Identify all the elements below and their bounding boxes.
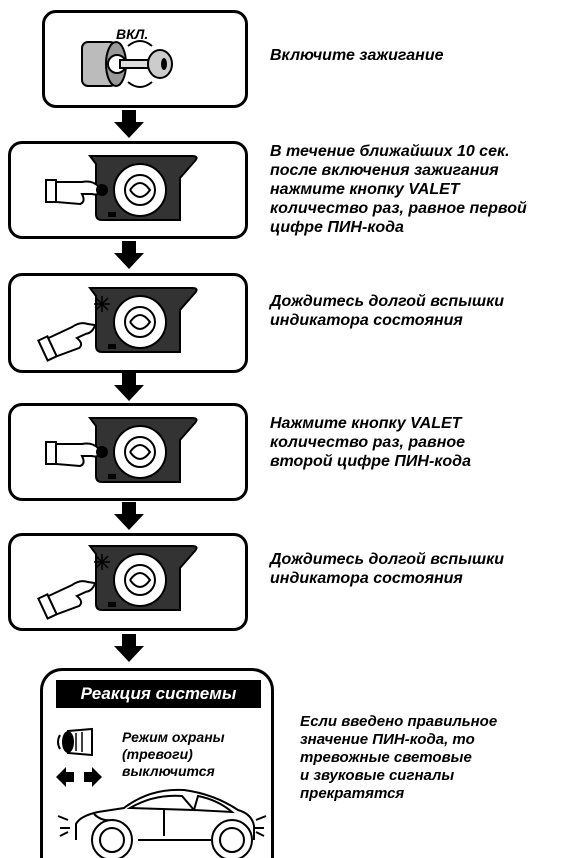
status-indicator-flash-icon xyxy=(37,287,198,362)
ignition-on-label: ВКЛ. xyxy=(116,26,149,42)
down-arrow-icon xyxy=(114,634,144,662)
down-arrow-icon xyxy=(114,241,144,269)
valet-button-press-icon xyxy=(45,155,198,221)
step-3-text: Дождитесь долгой вспышки индикатора сост… xyxy=(270,293,504,329)
step-4-text: Нажмите кнопку VALET количество раз, рав… xyxy=(270,415,471,470)
down-arrow-icon xyxy=(114,373,144,401)
siren-icon xyxy=(57,727,93,757)
outcome-text: Если введено правильное значение ПИН-код… xyxy=(300,713,498,802)
car-icon xyxy=(57,788,267,858)
system-reaction-header: Реакция системы xyxy=(56,680,261,708)
down-arrow-icon xyxy=(114,502,144,530)
security-mode-text: Режим охраны (тревоги) выключится xyxy=(122,729,225,779)
status-indicator-flash-icon xyxy=(37,545,198,620)
down-arrow-icon xyxy=(114,110,144,138)
step-5-text: Дождитесь долгой вспышки индикатора сост… xyxy=(270,551,504,587)
turn-signals-icon xyxy=(56,767,102,787)
step-1-text: Включите зажигание xyxy=(270,47,444,64)
ignition-key-icon xyxy=(81,40,173,88)
valet-button-press-icon xyxy=(45,417,198,483)
step-2-text: В течение ближайших 10 сек. после включе… xyxy=(270,143,527,236)
